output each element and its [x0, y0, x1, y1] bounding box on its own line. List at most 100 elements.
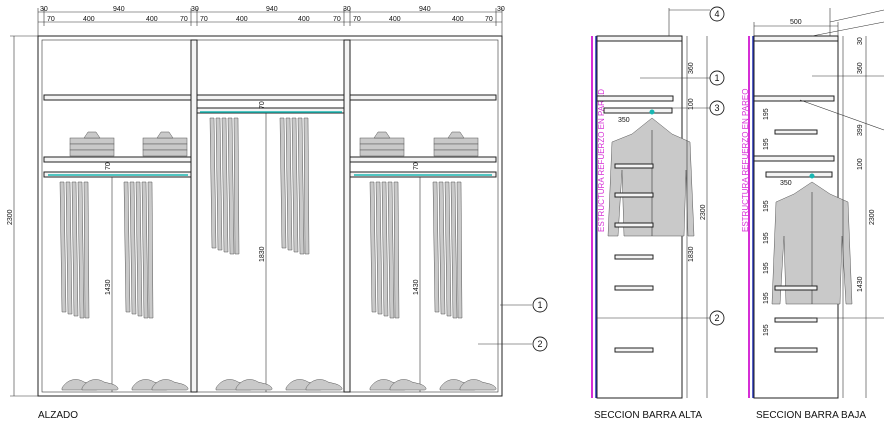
drawer-handle-l4	[774, 347, 818, 353]
divider-panel-1	[190, 39, 198, 393]
dim-low-pitch-5: 195	[763, 262, 770, 274]
hanging-trousers-2	[123, 181, 154, 319]
dim-inner-1: 70	[47, 16, 55, 23]
dim-mod-2: 940	[113, 6, 125, 13]
callout-high-3-number: 3	[714, 103, 719, 113]
dim-low-pitch-4: 195	[763, 232, 770, 244]
shoes-6	[439, 379, 497, 391]
dim-low-width: 500	[790, 19, 802, 26]
drawer-handle-h2	[614, 192, 654, 198]
folded-shirts-1	[69, 131, 115, 157]
dim-low-pitch-1: 195	[763, 108, 770, 120]
callout-high-2	[709, 310, 725, 326]
folded-shirts-3	[359, 131, 405, 157]
callout-high-1	[709, 70, 725, 86]
section-low-shelf-2	[753, 155, 835, 162]
dim-inner-3: 400	[146, 16, 158, 23]
dim-inner-5: 70	[200, 16, 208, 23]
dim-hang-right: 1430	[413, 279, 420, 295]
side-label-left: ESTRUCTURA REFUERZO EN PARED	[597, 89, 606, 232]
shoes-3	[215, 379, 273, 391]
shelf-mid-left	[43, 156, 192, 163]
dim-high-total: 2300	[700, 204, 707, 220]
shelf-top-mid	[196, 94, 345, 101]
dim-high-top: 360	[688, 62, 695, 74]
drawer-handle-l3	[774, 317, 818, 323]
caption-section-high: SECCION BARRA ALTA	[594, 410, 702, 421]
section-low-rod-shelf	[765, 171, 833, 178]
dim-inner-4: 70	[180, 16, 188, 23]
dim-low-upper: 399	[857, 124, 864, 136]
divider-panel-2	[343, 39, 351, 393]
hanging-trousers-1	[59, 181, 90, 319]
section-high-rod	[649, 109, 655, 115]
callout-high-4-number: 4	[714, 9, 719, 19]
dim-mod-3: 30	[191, 6, 199, 13]
callout-high-3	[709, 100, 725, 116]
hanging-trousers-5	[369, 181, 400, 319]
dim-low-pitch-2: 195	[763, 138, 770, 150]
dim-mod-4: 940	[266, 6, 278, 13]
dim-low-d1: 30	[857, 37, 864, 45]
dim-inner-6: 400	[236, 16, 248, 23]
dim-low-top: 360	[857, 62, 864, 74]
folded-shirts-2	[142, 131, 188, 157]
dim-low-hang: 1430	[857, 276, 864, 292]
dim-high-rod-depth: 350	[618, 117, 630, 124]
section-high-rod: ESTRUCTURA REFUERZO EN PARED 350 360 100…	[591, 6, 725, 421]
hanging-jacket-high	[607, 117, 695, 237]
shoes-1	[61, 379, 119, 391]
shelf-mid-right	[349, 156, 497, 163]
callout-high-4	[709, 6, 725, 22]
section-low-shelf	[753, 95, 835, 102]
drawer-handle-l1	[774, 129, 818, 135]
callout-elev-1-number: 1	[537, 300, 542, 310]
drawer-handle-h5	[614, 285, 654, 291]
dim-inner-10: 400	[389, 16, 401, 23]
shoes-5	[369, 379, 427, 391]
dim-hang-left: 1430	[105, 279, 112, 295]
section-high-top-panel	[596, 35, 683, 42]
dim-mod-5: 30	[343, 6, 351, 13]
dim-low-total: 2300	[869, 209, 876, 225]
section-low-top-panel	[753, 35, 839, 42]
caption-section-low: SECCION BARRA BAJA	[756, 410, 866, 421]
top-dimension-chain: 30 940 30 940 30 940 30 70 400 400 70 70…	[37, 6, 505, 36]
shoes-2	[131, 379, 189, 391]
drawer-handle-h3	[614, 222, 654, 228]
dim-inner-8: 70	[333, 16, 341, 23]
dim-high-gap: 100	[688, 98, 695, 110]
drawer-handle-h6	[614, 347, 654, 353]
dim-rod-gap-left: 70	[105, 162, 112, 170]
shoes-4	[285, 379, 343, 391]
shelf-top-left	[43, 94, 192, 101]
shelf-top-right	[349, 94, 497, 101]
side-label-right: ESTRUCTURA REFUERZO EN PAREO	[741, 89, 750, 232]
section-low-rod	[809, 173, 815, 179]
callout-high-1-number: 1	[714, 73, 719, 83]
dim-rod-gap-mid: 70	[259, 101, 266, 109]
wardrobe-carcass	[37, 35, 503, 397]
callout-elev-1	[532, 297, 548, 313]
dim-mod-7: 30	[497, 6, 505, 13]
callout-elev-2-number: 2	[537, 339, 542, 349]
dim-hang-mid: 1830	[259, 246, 266, 262]
drawer-handle-h1	[614, 163, 654, 169]
callout-high-2-number: 2	[714, 313, 719, 323]
dim-low-pitch-7: 195	[763, 324, 770, 336]
hanging-trousers-4	[279, 117, 310, 255]
section-high-shelf	[596, 95, 674, 102]
shelf-rod-mid	[196, 107, 345, 114]
drawer-handle-h4	[614, 254, 654, 260]
dim-low-pitch-3: 195	[763, 200, 770, 212]
dim-high-hang: 1830	[688, 246, 695, 262]
dim-inner-2: 400	[83, 16, 95, 23]
dim-inner-11: 400	[452, 16, 464, 23]
dim-mod-1: 30	[40, 6, 48, 13]
dim-total-height: 2300	[7, 209, 14, 225]
dim-low-pitch-6: 195	[763, 292, 770, 304]
hanging-trousers-3	[209, 117, 240, 255]
drawer-handle-l2	[774, 285, 818, 291]
wardrobe-inner-outline	[41, 39, 499, 393]
